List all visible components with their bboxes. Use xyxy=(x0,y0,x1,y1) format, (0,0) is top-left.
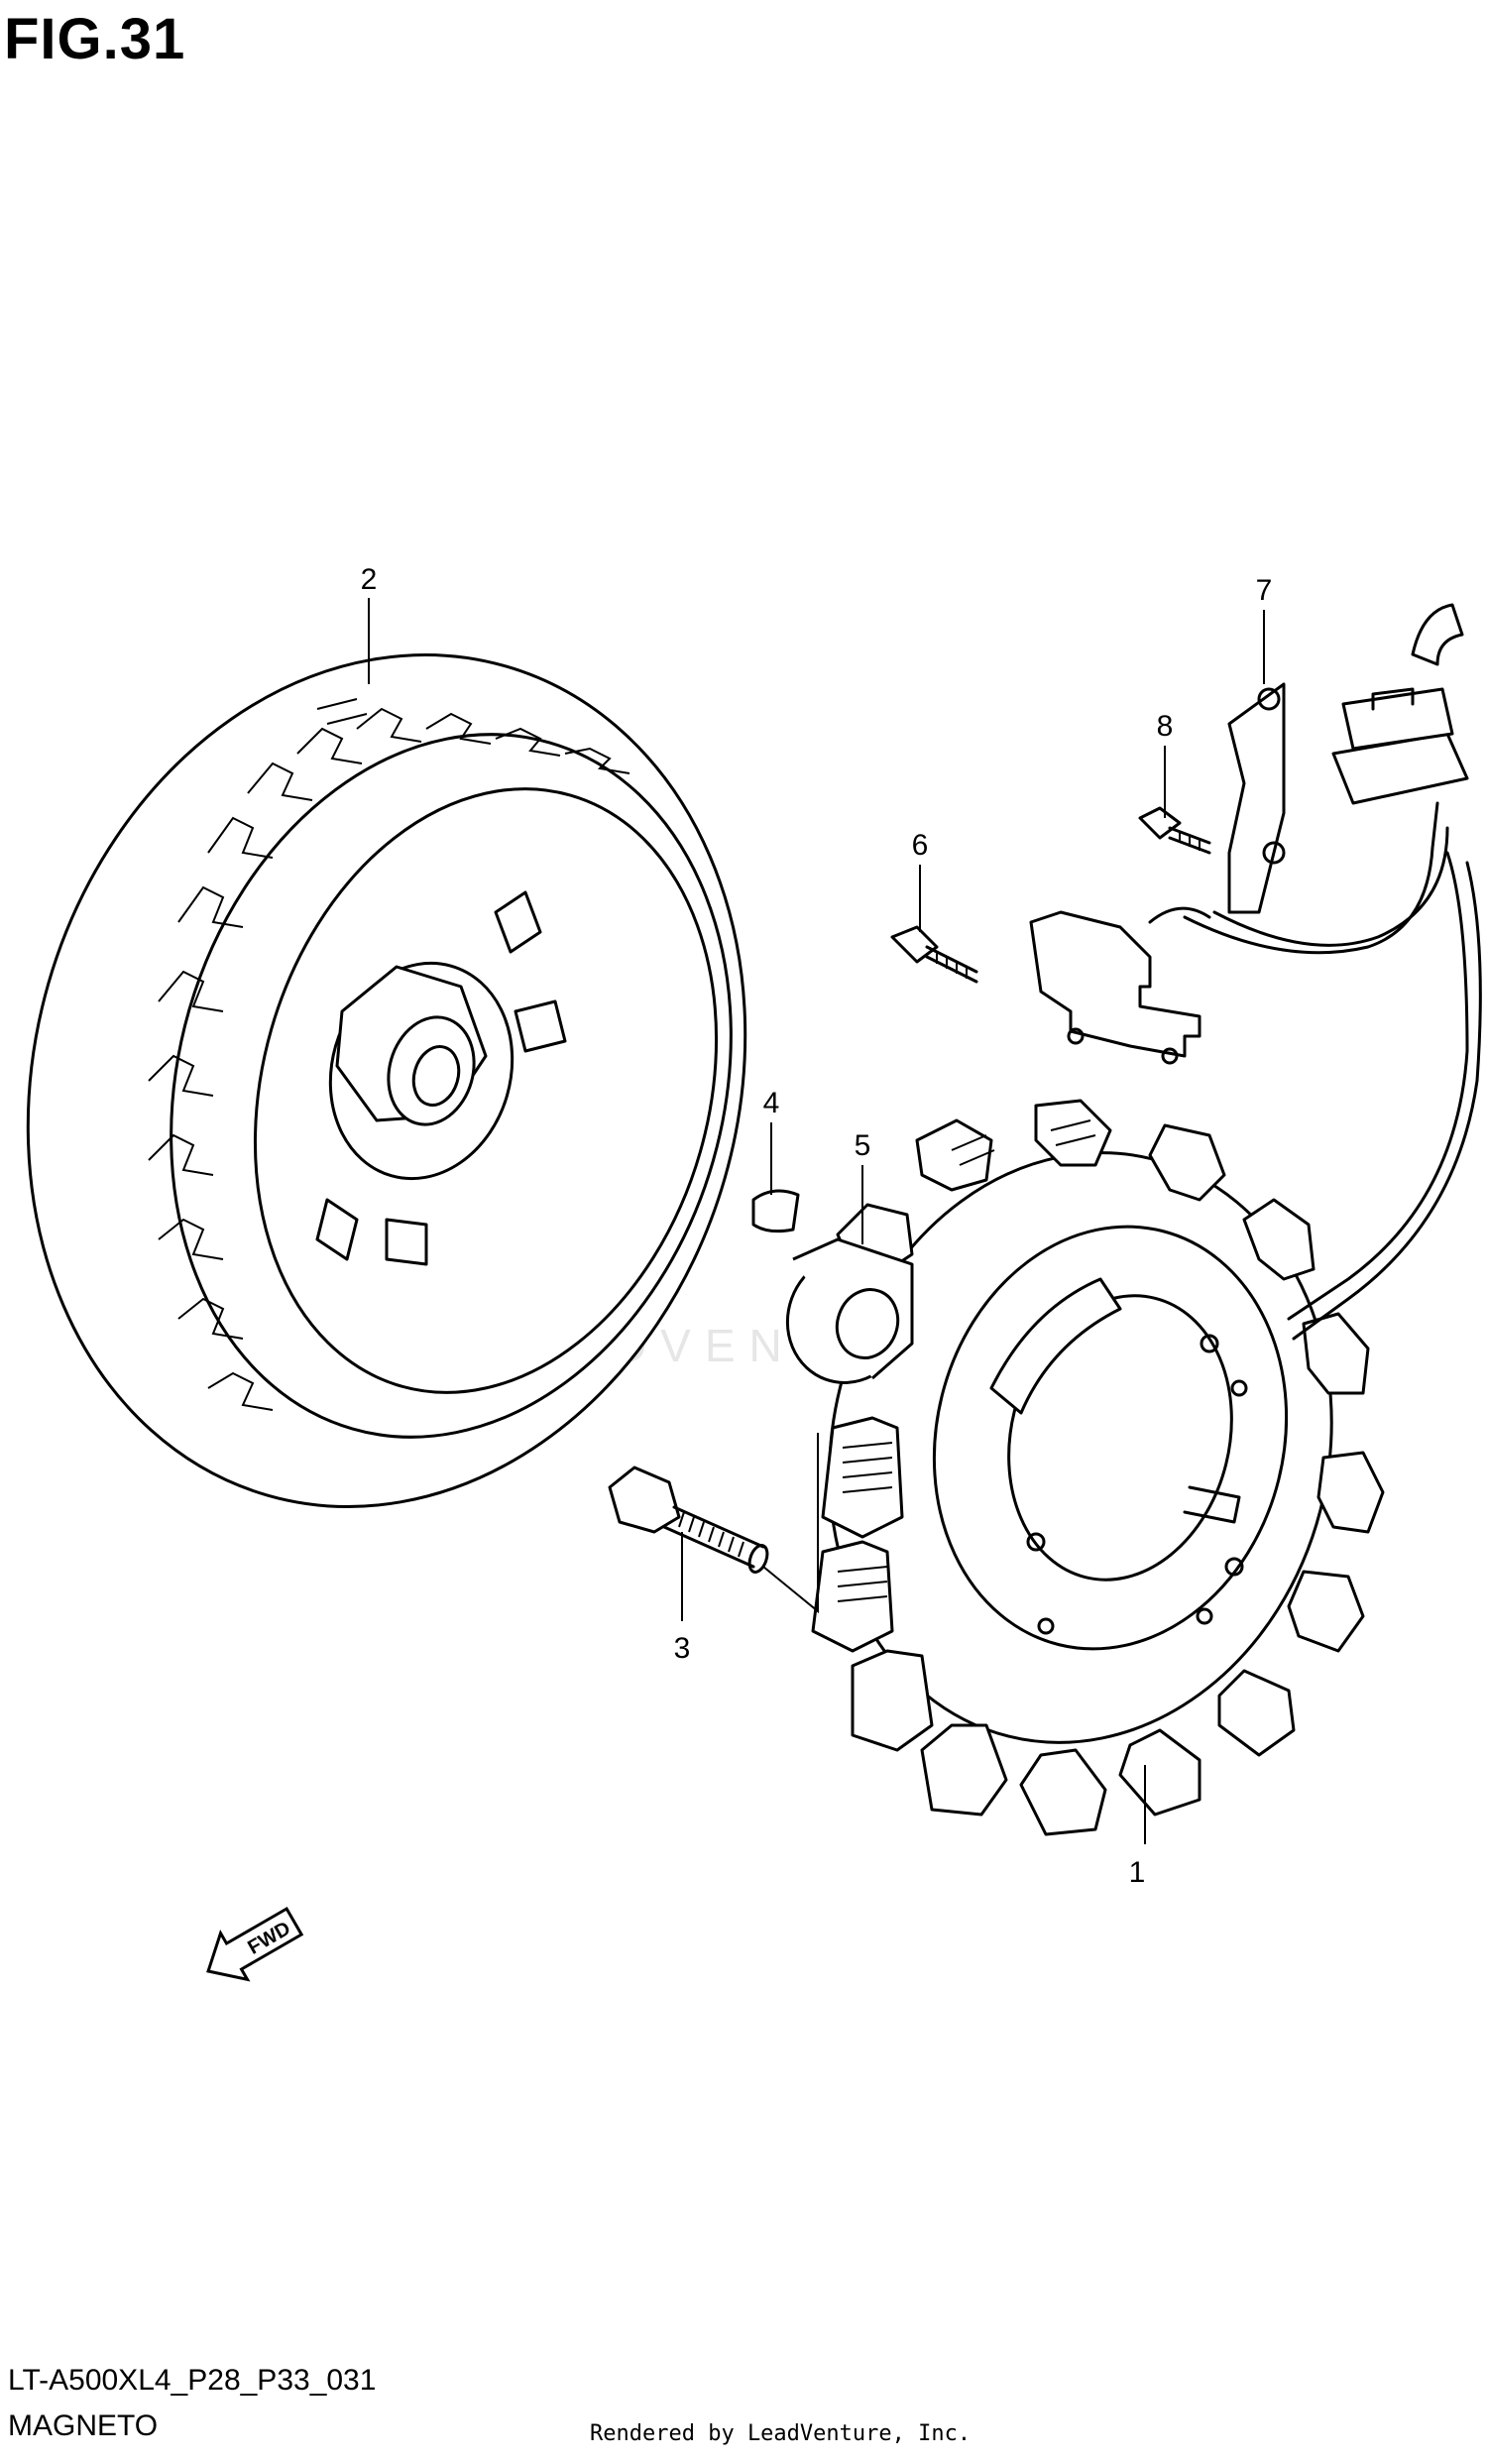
bolt-part[interactable] xyxy=(608,1466,770,1575)
callout-2: 2 xyxy=(361,563,378,596)
callout-8: 8 xyxy=(1157,710,1174,743)
screw-part-6[interactable] xyxy=(890,925,978,984)
figure-title: FIG.31 xyxy=(4,7,186,71)
leader-lines xyxy=(368,598,1265,1844)
bearing-part[interactable] xyxy=(769,1237,925,1399)
flywheel-rotor-part[interactable] xyxy=(0,569,844,1592)
screw-part-8[interactable] xyxy=(1138,806,1211,855)
callout-5: 5 xyxy=(855,1129,871,1162)
bracket-part[interactable] xyxy=(1227,682,1286,914)
callout-6: 6 xyxy=(912,829,929,862)
diagram-code: LT-A500XL4_P28_P33_031 xyxy=(8,2364,377,2397)
section-name: MAGNETO xyxy=(8,2409,159,2442)
callout-1: 1 xyxy=(1129,1856,1146,1889)
stator-assembly-part[interactable] xyxy=(768,1099,1393,1836)
callout-4: 4 xyxy=(763,1087,780,1119)
credit-text: Rendered by LeadVenture, Inc. xyxy=(590,2421,972,2446)
forward-direction-arrow-icon: FWD xyxy=(206,1906,304,1982)
callout-7: 7 xyxy=(1256,574,1273,607)
callout-3: 3 xyxy=(674,1632,691,1665)
wiring-harness xyxy=(1183,603,1482,1341)
pickup-coil-part[interactable] xyxy=(1029,906,1211,1065)
key-part[interactable] xyxy=(751,1189,800,1233)
